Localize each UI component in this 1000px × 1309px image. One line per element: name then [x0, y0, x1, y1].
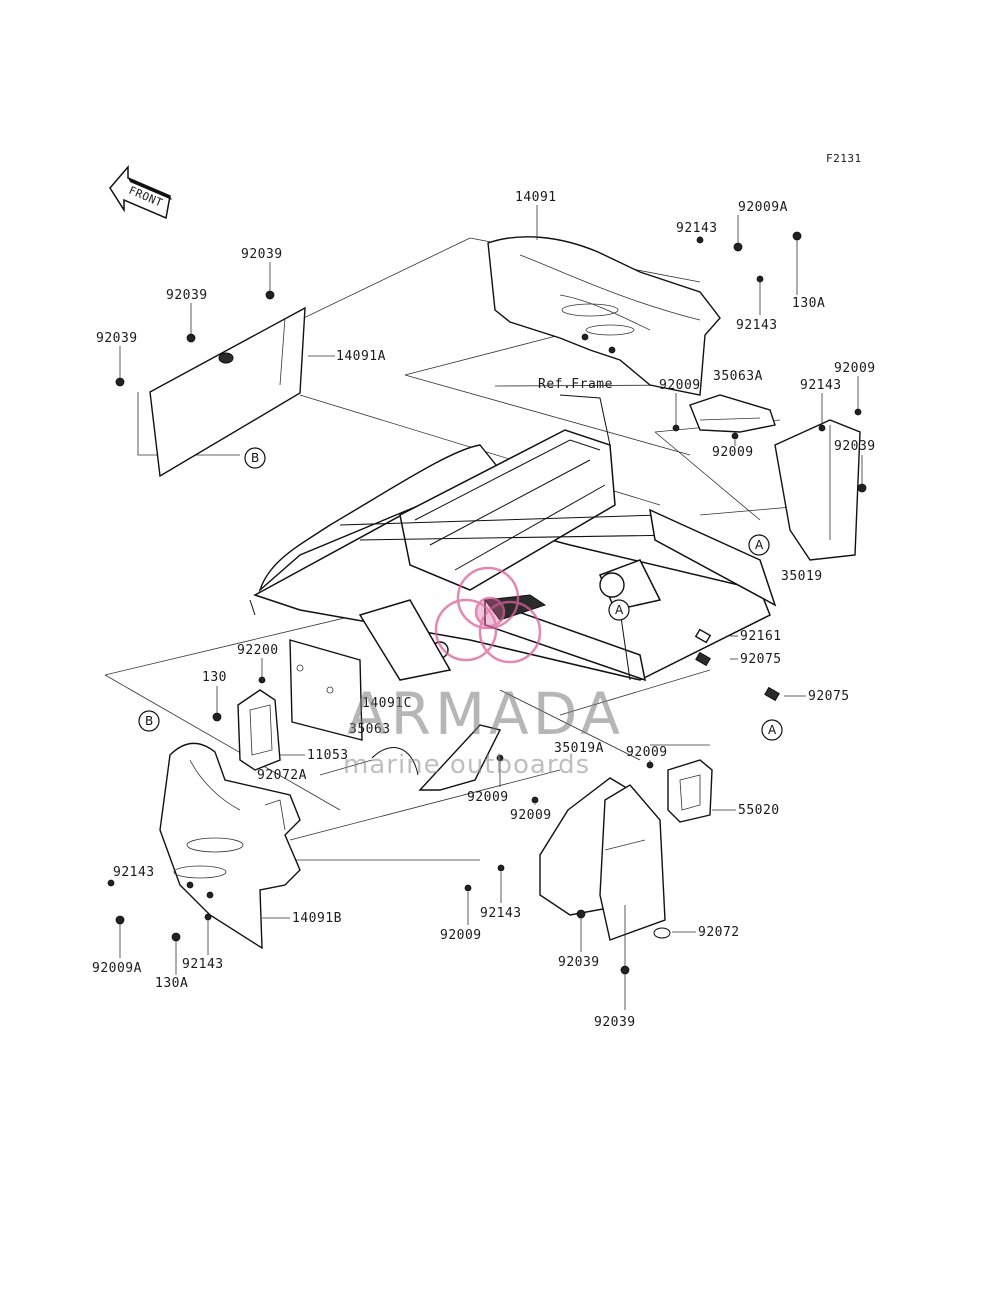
label-130A-top: 130A [792, 296, 825, 311]
label-35063: 35063 [349, 722, 391, 737]
bracket-35063 [418, 724, 502, 791]
label-92143-l2: 92143 [182, 957, 224, 972]
label-92072: 92072 [698, 925, 740, 940]
clamp-92072A [371, 747, 419, 776]
label-92075-a: 92075 [740, 652, 782, 667]
fasteners [107, 231, 867, 975]
label-92039-b3: 92039 [594, 1015, 636, 1030]
label-92009-m: 92009 [626, 745, 668, 760]
part-labels: 14091 92009A 92143 92143 130A 92039 9203… [92, 190, 876, 1030]
label-55020: 55020 [738, 803, 780, 818]
svg-text:A: A [755, 538, 764, 552]
label-92075-b: 92075 [808, 689, 850, 704]
label-92143-top2: 92143 [736, 318, 778, 333]
label-92039-r: 92039 [834, 439, 876, 454]
panel-35019A [539, 777, 666, 941]
label-92143-l: 92143 [113, 865, 155, 880]
label-92143-r: 92143 [800, 378, 842, 393]
panel-11053 [237, 689, 281, 771]
callout-a-right: A [748, 534, 770, 556]
fender-14091B [159, 742, 301, 950]
label-92009-r1: 92009 [659, 378, 701, 393]
svg-text:A: A [615, 603, 624, 617]
bracket-35063A [689, 394, 776, 433]
label-92039-b: 92039 [166, 288, 208, 303]
label-11053: 11053 [307, 748, 349, 763]
label-92143-b: 92143 [480, 906, 522, 921]
label-92161: 92161 [740, 629, 782, 644]
label-92009-m3: 92009 [510, 808, 552, 823]
label-130A-l: 130A [155, 976, 188, 991]
label-92039-a: 92039 [241, 247, 283, 262]
svg-text:B: B [251, 451, 259, 465]
figure-code: F2131 [826, 152, 862, 165]
fender-14091 [487, 236, 721, 396]
label-14091B: 14091B [292, 911, 342, 926]
label-92009A-l: 92009A [92, 961, 142, 976]
callout-a-mid: A [608, 599, 630, 621]
label-92009-m2: 92009 [467, 790, 509, 805]
callout-a-bottom: A [761, 719, 783, 741]
label-35019: 35019 [781, 569, 823, 584]
label-14091C: 14091C [362, 696, 412, 711]
label-14091: 14091 [515, 190, 557, 205]
watermark: ARMADA marine outboards [343, 566, 624, 780]
watermark-logo-icon [434, 566, 542, 664]
label-35019A: 35019A [554, 741, 604, 756]
panel-92200 [289, 639, 363, 741]
label-35063A: 35063A [713, 369, 763, 384]
label-14091A: 14091A [336, 349, 386, 364]
clip-92072 [653, 927, 671, 939]
label-92009-r2: 92009 [834, 361, 876, 376]
watermark-tagline: marine outboards [343, 750, 590, 780]
svg-text:B: B [145, 714, 153, 728]
callout-b-bottom: B [138, 710, 160, 732]
label-92009-r3: 92009 [712, 445, 754, 460]
reference-frame [249, 394, 777, 682]
ref-frame-label: Ref.Frame [538, 377, 613, 392]
panel-35019 [774, 419, 861, 561]
callout-b-top: B [244, 447, 266, 469]
svg-text:A: A [768, 723, 777, 737]
label-130: 130 [202, 670, 227, 685]
label-92009A-top: 92009A [738, 200, 788, 215]
label-92200: 92200 [237, 643, 279, 658]
front-arrow-icon: FRONT [109, 164, 172, 220]
panel-14091A [149, 306, 306, 478]
bracket-55020 [667, 759, 713, 823]
label-92009-b: 92009 [440, 928, 482, 943]
label-92039-b2: 92039 [558, 955, 600, 970]
watermark-brand: ARMADA [347, 680, 624, 748]
label-92143-top1: 92143 [676, 221, 718, 236]
label-92072A: 92072A [257, 768, 307, 783]
label-92039-c: 92039 [96, 331, 138, 346]
